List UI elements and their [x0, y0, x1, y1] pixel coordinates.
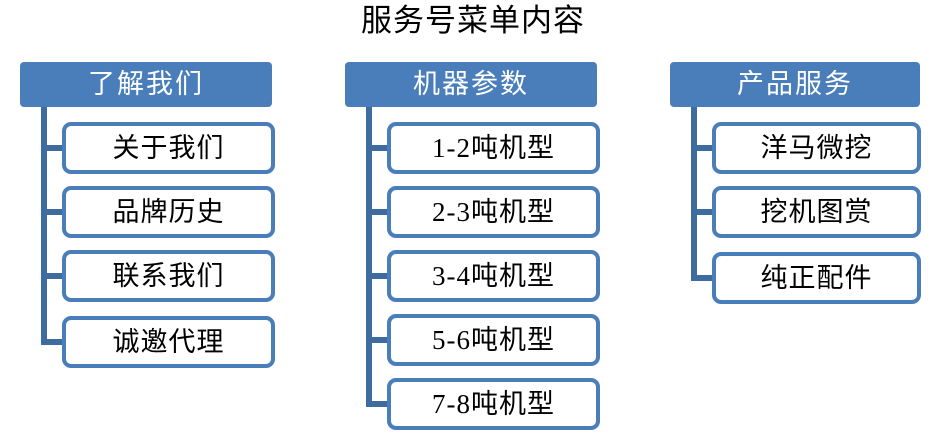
menu-item-about-us-2[interactable]: 联系我们 [62, 250, 275, 302]
connector-stub [366, 145, 391, 151]
branch-header-product-service[interactable]: 产品服务 [670, 62, 920, 107]
menu-item-about-us-3[interactable]: 诚邀代理 [62, 316, 275, 368]
branch-header-about-us[interactable]: 了解我们 [20, 62, 272, 107]
menu-item-machine-specs-3[interactable]: 5-6吨机型 [387, 314, 600, 366]
connector-trunk-machine-specs [366, 107, 372, 407]
connector-stub [41, 145, 66, 151]
connector-trunk-about-us [41, 107, 47, 345]
menu-item-machine-specs-0[interactable]: 1-2吨机型 [387, 122, 600, 174]
connector-stub [691, 145, 716, 151]
menu-item-about-us-0[interactable]: 关于我们 [62, 122, 275, 174]
connector-trunk-product-service [691, 107, 697, 281]
connector-stub [41, 339, 66, 345]
page-title: 服务号菜单内容 [361, 3, 585, 38]
connector-stub [691, 275, 716, 281]
menu-item-product-service-0[interactable]: 洋马微挖 [712, 122, 921, 174]
menu-item-machine-specs-4[interactable]: 7-8吨机型 [387, 378, 600, 430]
menu-item-product-service-1[interactable]: 挖机图赏 [712, 186, 921, 238]
branch-header-machine-specs[interactable]: 机器参数 [345, 62, 597, 107]
connector-stub [41, 209, 66, 215]
connector-stub [366, 273, 391, 279]
connector-stub [366, 209, 391, 215]
connector-stub [366, 337, 391, 343]
connector-stub [41, 273, 66, 279]
menu-item-machine-specs-1[interactable]: 2-3吨机型 [387, 186, 600, 238]
connector-stub [366, 401, 391, 407]
connector-stub [691, 209, 716, 215]
menu-item-machine-specs-2[interactable]: 3-4吨机型 [387, 250, 600, 302]
menu-item-product-service-2[interactable]: 纯正配件 [712, 252, 921, 304]
menu-item-about-us-1[interactable]: 品牌历史 [62, 186, 275, 238]
